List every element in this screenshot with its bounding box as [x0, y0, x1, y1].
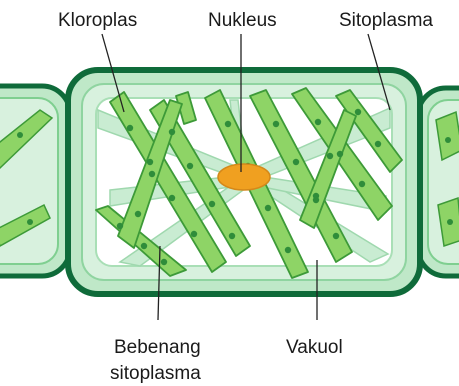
label-strand-line2: sitoplasma — [110, 363, 201, 384]
neighbor-cell-left — [0, 86, 70, 276]
label-nucleus: Nukleus — [208, 10, 277, 31]
label-chloroplast: Kloroplas — [58, 10, 137, 31]
label-vacuole: Vakuol — [286, 337, 343, 358]
nucleus — [218, 164, 270, 190]
neighbor-cell-right — [418, 88, 459, 276]
label-cytoplasm: Sitoplasma — [339, 10, 433, 31]
label-strand-line1: Bebenang — [114, 337, 201, 358]
